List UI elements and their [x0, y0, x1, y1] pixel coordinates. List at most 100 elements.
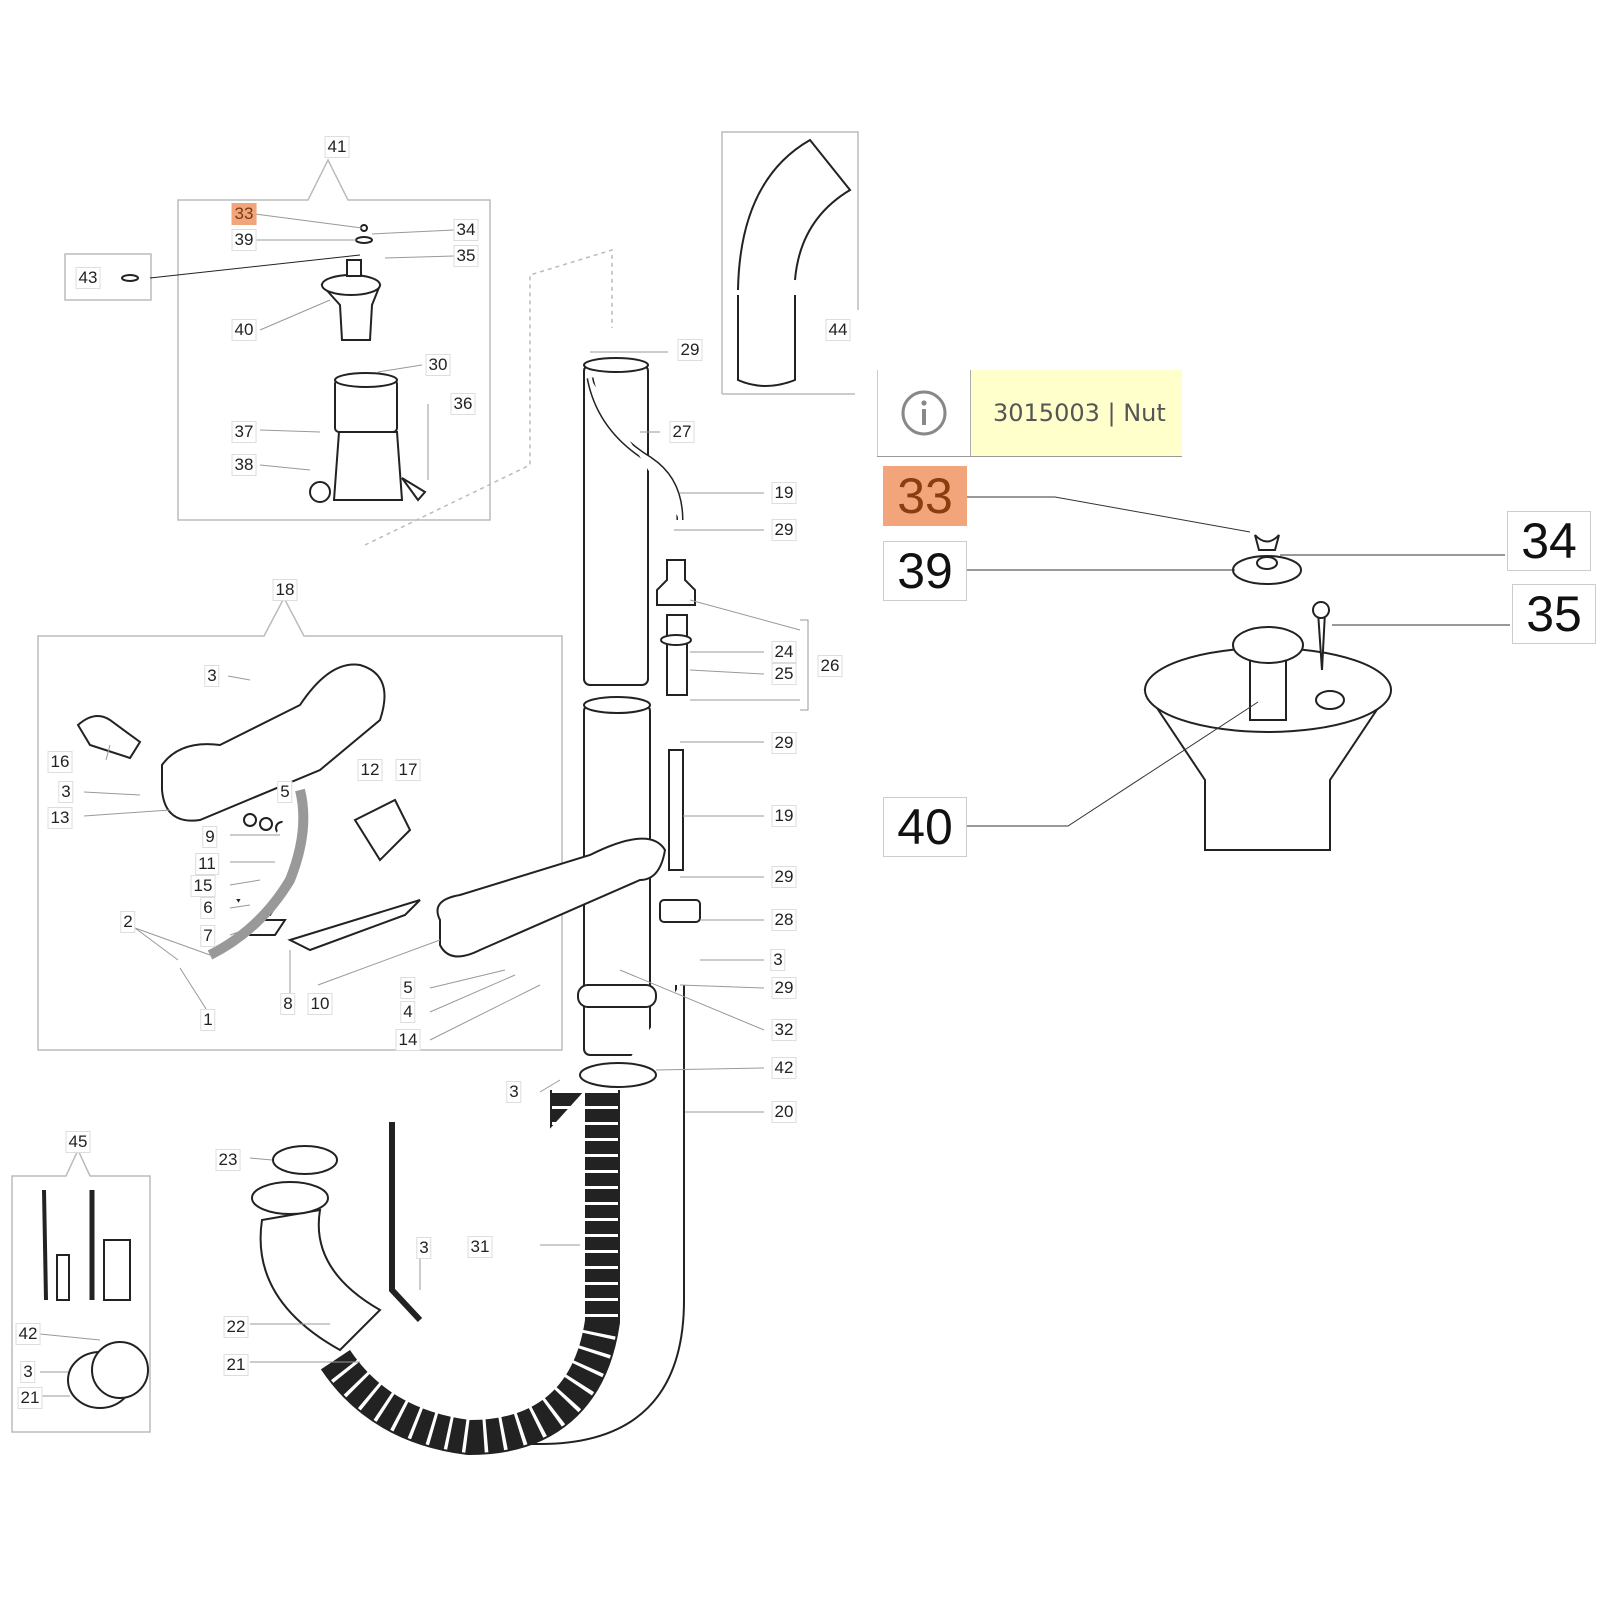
callout-8[interactable]: 8 [280, 993, 296, 1015]
callout-41[interactable]: 41 [324, 136, 350, 158]
part-filter [656, 559, 696, 606]
group-frame-18 [37, 596, 563, 1051]
callout-21[interactable]: 21 [17, 1387, 43, 1409]
callout-3[interactable]: 3 [770, 949, 786, 971]
callout-3[interactable]: 3 [20, 1361, 36, 1383]
callout-7[interactable]: 7 [200, 925, 216, 947]
callout-29[interactable]: 29 [771, 519, 797, 541]
part-33-detail-wingnut [1254, 534, 1280, 551]
group-frames [11, 131, 859, 1433]
part-tube-vertical [389, 1122, 423, 1323]
part-34-detail [1256, 556, 1278, 570]
callout-6[interactable]: 6 [200, 897, 216, 919]
part-31 [322, 1090, 618, 1454]
callout-39[interactable]: 39 [231, 229, 257, 251]
callout-22[interactable]: 22 [223, 1316, 249, 1338]
callout-35[interactable]: 35 [453, 245, 479, 267]
callout-34[interactable]: 34 [453, 219, 479, 241]
callout-42[interactable]: 42 [15, 1323, 41, 1345]
callout-24[interactable]: 24 [771, 641, 797, 663]
callout-21[interactable]: 21 [223, 1354, 249, 1376]
callout-9[interactable]: 9 [202, 826, 218, 848]
callout-29[interactable]: 29 [677, 339, 703, 361]
assembly-dashed-line [364, 248, 613, 546]
part-9-a [243, 813, 257, 827]
part-43 [121, 274, 139, 282]
callout-15[interactable]: 15 [190, 875, 216, 897]
callout-29[interactable]: 29 [771, 977, 797, 999]
callout-42[interactable]: 42 [771, 1057, 797, 1079]
callout-26[interactable]: 26 [817, 655, 843, 677]
part-39-small [355, 236, 373, 244]
part-17 [353, 798, 412, 862]
callout-3[interactable]: 3 [204, 665, 220, 687]
tooltip-part-text: 3015003 | Nut [970, 370, 1182, 456]
callout-3[interactable]: 3 [58, 781, 74, 803]
part-tool-socket [103, 1239, 131, 1301]
callout-43[interactable]: 43 [75, 267, 101, 289]
callout-27[interactable]: 27 [669, 421, 695, 443]
part-22-rim [251, 1181, 329, 1215]
callout-38[interactable]: 38 [231, 454, 257, 476]
callout-29[interactable]: 29 [771, 866, 797, 888]
part-35-detail-head [1312, 601, 1330, 619]
part-35-small [346, 259, 362, 277]
callout-36[interactable]: 36 [450, 393, 476, 415]
callout-13[interactable]: 13 [47, 807, 73, 829]
group-frame-45 [11, 1148, 151, 1433]
part-13 [161, 663, 386, 822]
callout-2[interactable]: 2 [120, 911, 136, 933]
callout-20[interactable]: 20 [771, 1101, 797, 1123]
callout-5[interactable]: 5 [400, 977, 416, 999]
callout-32[interactable]: 32 [771, 1019, 797, 1041]
part-8 [287, 899, 421, 952]
part-40-detail-stem [1249, 659, 1287, 721]
detail-callout-35[interactable]: 35 [1512, 584, 1596, 644]
part-42-clamp [579, 1062, 657, 1088]
part-19-hose [588, 377, 682, 521]
callout-30[interactable]: 30 [425, 354, 451, 376]
callout-45[interactable]: 45 [65, 1131, 91, 1153]
callout-17[interactable]: 17 [395, 759, 421, 781]
callout-23[interactable]: 23 [215, 1149, 241, 1171]
callout-31[interactable]: 31 [467, 1236, 493, 1258]
part-23-oring [272, 1145, 338, 1175]
part-conduit [207, 788, 309, 960]
callout-16[interactable]: 16 [47, 751, 73, 773]
group-frame-43 [64, 253, 152, 301]
detail-callout-39[interactable]: 39 [883, 541, 967, 601]
callout-10[interactable]: 10 [307, 993, 333, 1015]
callout-5[interactable]: 5 [277, 781, 293, 803]
callout-11[interactable]: 11 [195, 853, 219, 875]
callout-12[interactable]: 12 [357, 759, 383, 781]
parts [42, 138, 1392, 1456]
callout-40[interactable]: 40 [231, 319, 257, 341]
part-10-handle [436, 837, 667, 958]
callout-14[interactable]: 14 [395, 1029, 421, 1051]
callout-3[interactable]: 3 [416, 1237, 432, 1259]
callout-18[interactable]: 18 [272, 579, 298, 601]
callout-29[interactable]: 29 [771, 732, 797, 754]
part-32-collar [577, 984, 657, 1008]
detail-callout-33[interactable]: 33 [883, 466, 967, 526]
leader-lines [39, 213, 1510, 1397]
detail-callout-34[interactable]: 34 [1507, 511, 1591, 571]
callout-1[interactable]: 1 [200, 1009, 216, 1031]
part-tool-plug [56, 1254, 70, 1301]
callout-44[interactable]: 44 [825, 319, 851, 341]
callout-33[interactable]: 33 [231, 203, 257, 225]
callout-4[interactable]: 4 [400, 1001, 416, 1023]
part-24-25 [666, 614, 688, 696]
detail-callout-40[interactable]: 40 [883, 797, 967, 857]
callout-3[interactable]: 3 [506, 1081, 522, 1103]
part-22 [259, 1208, 382, 1352]
callout-28[interactable]: 28 [771, 909, 797, 931]
callout-19[interactable]: 19 [771, 805, 797, 827]
callout-19[interactable]: 19 [771, 482, 797, 504]
group-frame-44 [721, 131, 859, 395]
callout-25[interactable]: 25 [771, 663, 797, 685]
part-pump-top [334, 372, 398, 388]
callout-37[interactable]: 37 [231, 421, 257, 443]
